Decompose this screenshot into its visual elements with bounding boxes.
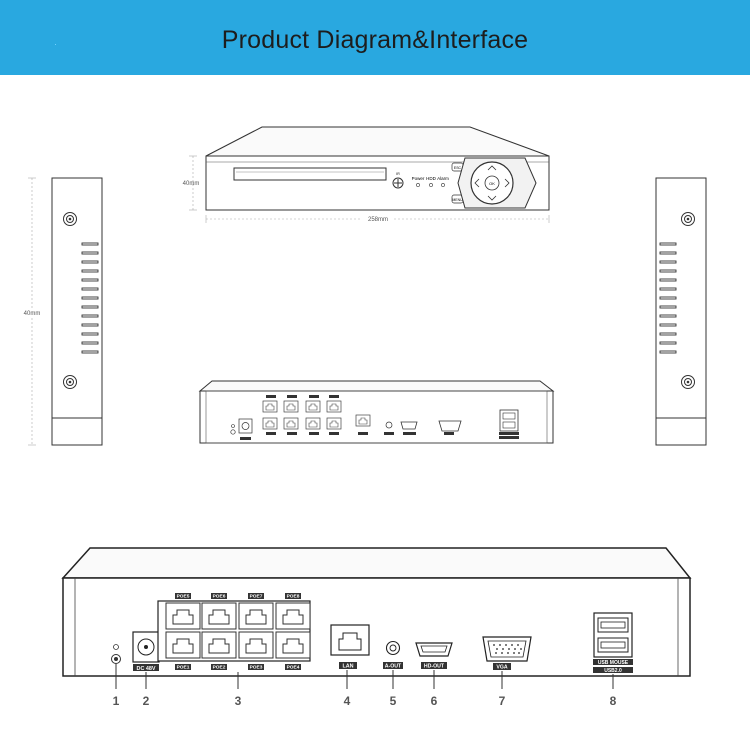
callout-3: 3 <box>235 694 242 708</box>
page-title: Product Diagram&Interface <box>221 26 529 54</box>
usb-mouse-label: USB MOUSE <box>598 660 629 666</box>
callout-6: 6 <box>431 694 438 708</box>
vga-label: VGA <box>496 665 507 671</box>
right-side-view <box>655 177 707 446</box>
indicator-alarm-label: Alarm <box>437 176 449 181</box>
poe4-label: POE4 <box>287 665 300 671</box>
header-banner <box>0 0 750 75</box>
callout-5: 5 <box>390 694 397 708</box>
indicator-power-label: Power <box>412 176 425 181</box>
usb-ports: USB MOUSE USB2.0 <box>593 612 633 674</box>
poe7-label: POE7 <box>250 594 263 600</box>
esc-label: ESC <box>454 166 462 170</box>
audio-out-port: A-OUT <box>383 640 403 670</box>
hdout-label: HD-OUT <box>424 664 445 670</box>
lan-port: LAN <box>330 624 370 670</box>
front-view: IR Power HDD Alarm ESC MENU OK 40mm 258m… <box>183 126 550 223</box>
poe6-label: POE6 <box>213 594 226 600</box>
menu-label: MENU <box>452 198 463 202</box>
poe-port-group: POE5 POE6 POE7 POE8 POE1 POE2 POE3 POE4 <box>157 593 311 671</box>
callout-1: 1 <box>113 694 120 708</box>
svg-text:IR: IR <box>396 172 400 176</box>
reset-hole <box>113 644 119 650</box>
aout-label: A-OUT <box>385 664 402 670</box>
poe8-label: POE8 <box>287 594 300 600</box>
dc-label: DC 48V <box>137 666 156 672</box>
vga-port: VGA <box>482 636 532 671</box>
callout-2: 2 <box>143 694 150 708</box>
poe5-label: POE5 <box>177 594 190 600</box>
indicator-hdd-label: HDD <box>426 176 436 181</box>
lan-label: LAN <box>342 664 353 670</box>
left-side-view: 40mm <box>18 177 103 446</box>
ok-label: OK <box>489 181 495 186</box>
hdmi-port: HD-OUT <box>415 642 453 670</box>
usb2-label: USB2.0 <box>604 668 622 674</box>
front-height-label: 40mm <box>183 181 200 187</box>
callout-7: 7 <box>499 694 506 708</box>
large-rear-view: DC 48V POE5 POE6 POE7 POE8 POE1 POE2 POE… <box>61 547 692 689</box>
small-rear-view <box>198 380 555 444</box>
front-width-label: 258mm <box>368 217 388 223</box>
banner-dot <box>55 44 56 45</box>
poe3-label: POE3 <box>250 665 263 671</box>
poe1-label: POE1 <box>177 665 190 671</box>
callout-8: 8 <box>610 694 617 708</box>
callout-4: 4 <box>344 694 351 708</box>
side-height-label: 40mm <box>24 311 41 317</box>
poe2-label: POE2 <box>213 665 226 671</box>
